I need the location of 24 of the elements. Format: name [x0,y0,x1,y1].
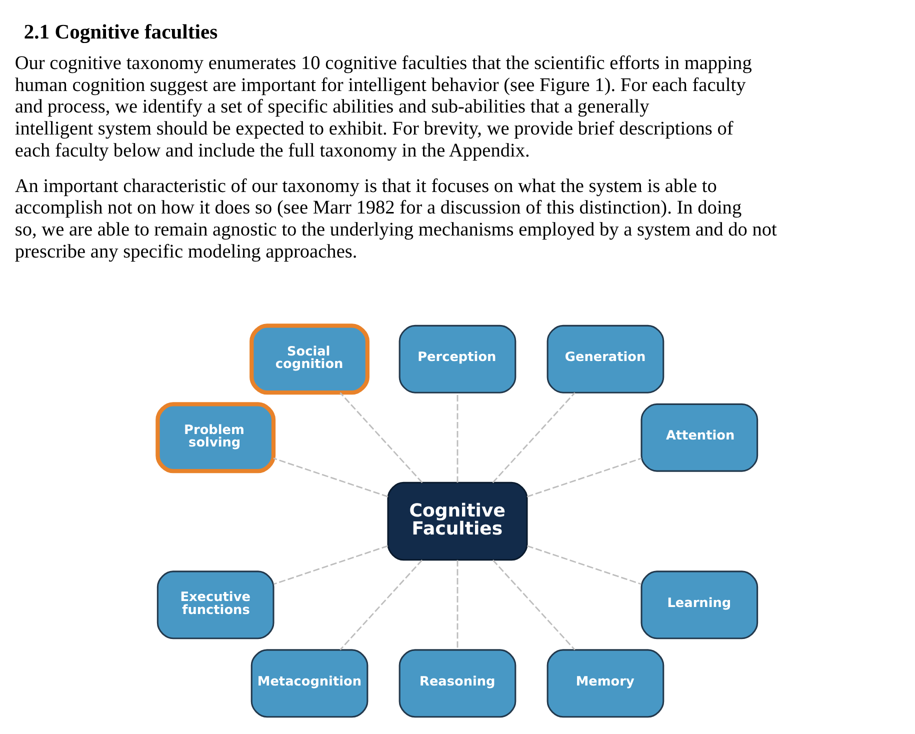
node-box: Learning [640,570,758,639]
connector [274,544,388,584]
connector [340,559,423,650]
node-box: Problem solving [156,402,276,473]
connector [273,457,388,497]
diagram-title: 2.1 Cognitive faculties [24,20,218,43]
connector [492,559,576,650]
node-box: Reasoning [398,648,516,718]
node-box: Cognitive Faculties [387,481,528,560]
node-box: Perception [398,324,516,393]
node-box: Executive functions [156,570,274,639]
node-box: Memory [546,648,664,718]
label: An important characteristic of our taxonomy is that it focuses on what the system is able to accomplish not on how it does so (see Marr 1982 for a discussion of this distinction). In doing so, we are able to remain agnostic to the underlying mechanisms employed by a system and do not prescribe any specific modeling approaches. [14,175,777,262]
node-box: Generation [546,324,664,393]
connector [456,560,458,650]
connector [526,457,642,497]
node-box: Metacognition [250,648,368,718]
connector [340,392,423,483]
connector [456,392,458,482]
connector [492,392,576,483]
node-box: Social cognition [250,323,370,394]
connector [526,544,642,584]
label: Our cognitive taxonomy enumerates 10 cognitive faculties that the scientific efforts in mapping human cognition suggest are important for intelligent behavior (see Figure 1). For each faculty and process, we identify a set of specific abilities and sub-abilities that a generally intelligent system should be expected to exhibit. For brevity, we provide brief descriptions of each faculty below and include the full taxonomy in the Appendix. [14,52,752,161]
node-box: Attention [640,402,758,472]
